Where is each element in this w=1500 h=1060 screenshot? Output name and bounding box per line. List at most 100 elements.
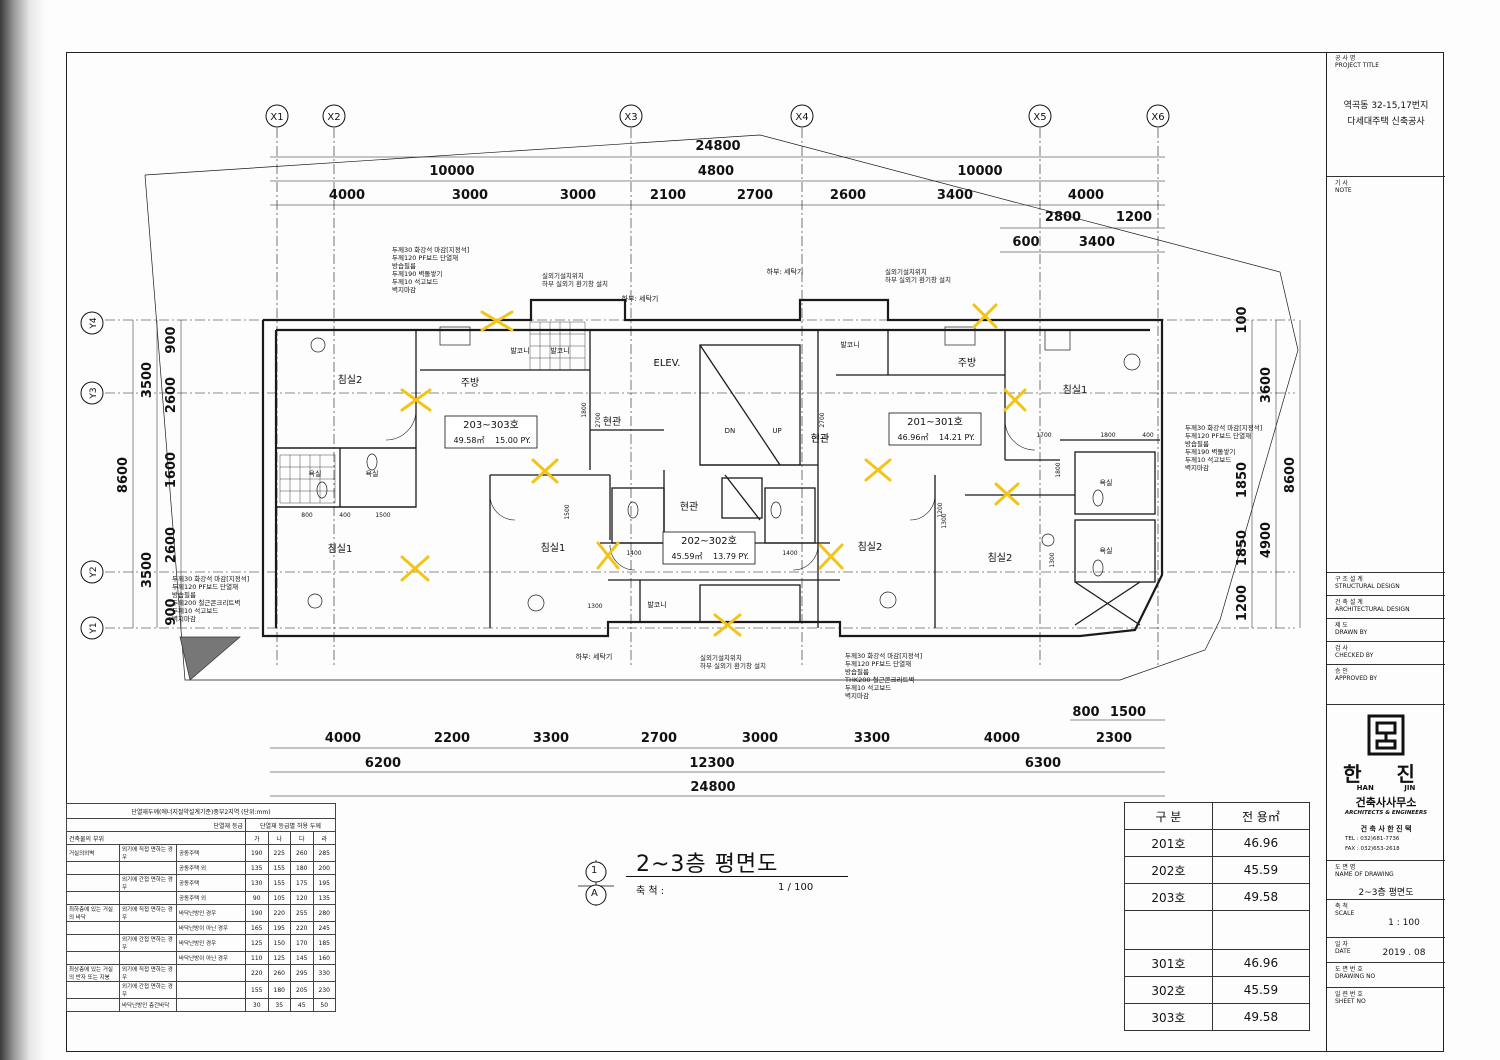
dim-bottom: 4000 (325, 731, 361, 746)
balcony-hatch (279, 321, 586, 504)
room-label: 현관 (680, 501, 698, 513)
legend-value: 220 (267, 904, 291, 922)
approved-cell: 승 인 APPROVED BY (1327, 665, 1445, 705)
grid-bubble-x: X3 (624, 112, 637, 123)
dim-top: 3000 (452, 188, 488, 203)
firm-logo-block: 한 진 HAN JIN 건축사사무소 ARCHITECTS & ENGINEER… (1327, 712, 1445, 882)
legend-cell (66, 934, 120, 952)
checked-cell: 검 사 CHECKED BY (1327, 642, 1445, 665)
legend-value: 180 (267, 981, 291, 999)
grid-bubble (80, 560, 104, 584)
legend-value: 50 (312, 998, 336, 1012)
legend-cell (176, 964, 246, 982)
drawing-border (66, 52, 1444, 1052)
area-table-area: 46.96 (1211, 829, 1311, 857)
grid-bubble-y: Y4 (89, 317, 99, 329)
inner-dim: 1800 (581, 402, 588, 417)
room-label: 욕실 (1100, 546, 1113, 555)
insulation-legend: 단열재두께(에너지절약설계기준)중부2지역 (단위:mm) 단열재 등급 단열재… (66, 803, 336, 1012)
inner-dim: 1500 (564, 504, 571, 519)
legend-value: 105 (267, 891, 291, 905)
legend-value: 195 (312, 874, 336, 892)
legend-cell: 최하층에 있는 거실의 바닥 (66, 904, 120, 922)
date-value: 2019 . 08 (1382, 948, 1426, 958)
firm-tel: TEL : 032)681-7736 (1345, 836, 1400, 842)
legend-cell: 공동주택 외 (176, 891, 246, 905)
firm-fax: FAX : 032)653-2618 (1345, 846, 1400, 852)
dim-top: 4800 (698, 164, 734, 179)
room-label: 발코니 (647, 600, 666, 609)
legend-value: 175 (290, 874, 314, 892)
dim-right: 3600 (1259, 367, 1274, 403)
legend-value: 155 (267, 861, 291, 875)
room-label: 발코니 (840, 340, 859, 349)
scan-binding-shadow (0, 0, 46, 1060)
legend-cell: 바닥난방인 경우 (176, 904, 246, 922)
unit-area: 49.58㎡ (454, 436, 485, 445)
legend-value: 225 (267, 844, 291, 862)
legend-cell (119, 861, 177, 875)
unit-name: 202~302호 (681, 535, 737, 547)
dim-left: 2600 (164, 377, 179, 413)
room-label: 발코니 (510, 346, 529, 355)
legend-cell: 외기에 직접 면하는 경우 (119, 844, 177, 862)
room-label: 주방 (461, 377, 479, 389)
inner-dim: 800 (301, 512, 313, 519)
checked-label: 검 사 CHECKED BY (1335, 645, 1374, 659)
dim-top: 1200 (1116, 210, 1152, 225)
wall-note: 벽지마감 (172, 614, 196, 623)
inner-dim: 1800 (1055, 462, 1062, 477)
area-table-row (1124, 910, 1311, 950)
unit-label-box (888, 412, 982, 446)
inner-dim: 2700 (819, 412, 826, 427)
room-label: ELEV. (654, 358, 681, 369)
dim-right-total: 8600 (1283, 457, 1298, 493)
inner-dim: 400 (339, 512, 351, 519)
firm-logo-icon (1367, 714, 1405, 756)
room-label: 침실1 (1063, 384, 1088, 396)
dim-right: 1850 (1235, 462, 1250, 498)
room-label: 주방 (958, 357, 976, 369)
section-sheet: A (591, 888, 598, 899)
legend-cell: 바닥난방인 층간바닥 (119, 998, 177, 1012)
legend-value: 120 (290, 891, 314, 905)
dim-left: 900 (164, 326, 179, 353)
legend-value: 180 (290, 861, 314, 875)
dim-top: 2700 (737, 188, 773, 203)
wall-note: 두께120 PF보드 단열재 (1185, 431, 1251, 440)
dim-bottom: 3300 (533, 731, 569, 746)
legend-value: 150 (267, 934, 291, 952)
room-label: 침실2 (858, 541, 883, 553)
area-table-area: 49.58 (1211, 883, 1311, 911)
legend-value: 110 (245, 951, 269, 965)
wall-note: 두께30 화강석 마감[지정석] (1185, 423, 1262, 432)
drawing-no-label: 도 면 번 호 DRAWING NO (1335, 966, 1376, 980)
legend-value: 145 (290, 951, 314, 965)
dim-top: 3000 (560, 188, 596, 203)
date-cell: 일 자 DATE 2019 . 08 (1327, 938, 1445, 963)
grid-bubble (619, 104, 643, 128)
area-table-header-unit: 구 분 (1124, 802, 1213, 830)
dim-top: 3400 (937, 188, 973, 203)
dim-top: 4000 (1068, 188, 1104, 203)
drawing-title: 2~3층 평면도 (636, 852, 779, 877)
dim-bottom: 3300 (854, 731, 890, 746)
legend-cell (119, 921, 177, 935)
area-table-area (1211, 910, 1311, 950)
dim-top: 2100 (650, 188, 686, 203)
legend-value: 260 (290, 844, 314, 862)
legend-cell (176, 981, 246, 999)
unit-label-box (662, 531, 756, 565)
legend-cell: 거실의외벽 (66, 844, 120, 862)
legend-value: 295 (290, 964, 314, 982)
legend-value: 155 (245, 981, 269, 999)
dim-right: 1200 (1235, 585, 1250, 621)
legend-grade-a: 가 (245, 831, 269, 845)
unit-py: 14.21 PY. (939, 433, 975, 442)
